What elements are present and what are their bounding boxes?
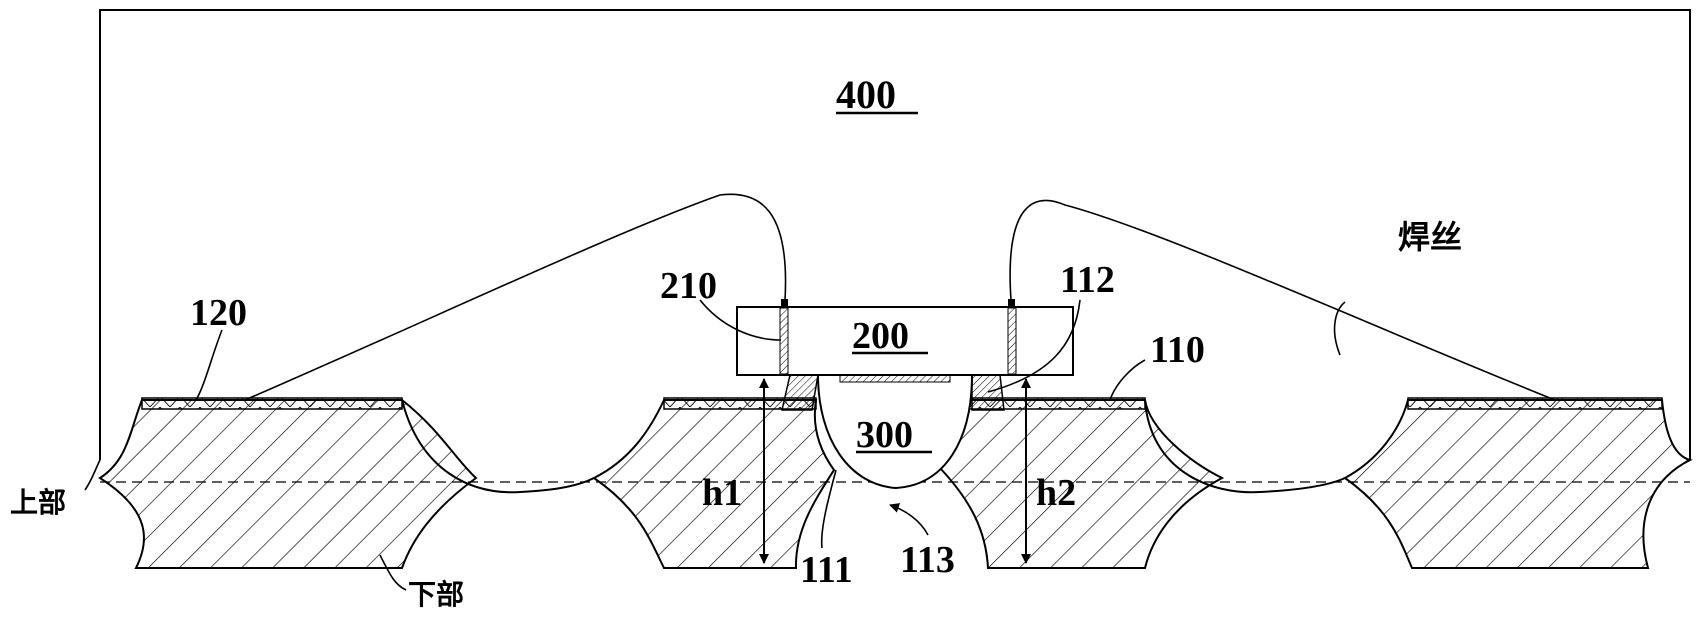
label-lower: 下部 xyxy=(408,578,464,611)
leader-113 xyxy=(889,503,929,536)
label-wire: 焊丝 xyxy=(1398,218,1462,256)
leader-112 xyxy=(987,299,1081,393)
substrate-segment-2 xyxy=(592,397,836,569)
leader-210 xyxy=(699,299,782,341)
label-110: 110 xyxy=(1150,329,1205,371)
wire-bond-left xyxy=(781,299,788,308)
label-200: 200 xyxy=(852,315,909,357)
label-120: 120 xyxy=(190,292,247,334)
label-111: 111 xyxy=(800,549,853,591)
label-h1: h1 xyxy=(702,472,742,514)
wire-bond-right xyxy=(1008,299,1015,308)
encapsulant-lobe-right xyxy=(1144,399,1346,494)
bond-wire-right xyxy=(1009,199,1556,401)
label-210: 210 xyxy=(660,265,717,307)
leader-110 xyxy=(1109,359,1146,401)
leader-111 xyxy=(820,469,837,549)
substrate-segment-3 xyxy=(938,397,1225,569)
pad-left xyxy=(779,307,789,375)
cavity-top-layer xyxy=(839,374,951,383)
label-400: 400 xyxy=(836,72,896,117)
leader-wire xyxy=(1333,301,1346,356)
solder-fillet-left xyxy=(781,374,819,411)
leader-120 xyxy=(195,329,223,401)
label-112: 112 xyxy=(1060,259,1115,301)
encapsulation-outline xyxy=(99,9,1691,460)
cavity-300 xyxy=(816,374,974,490)
label-upper: 上部 xyxy=(10,486,66,519)
bond-wire-left xyxy=(244,193,787,401)
leader-upper xyxy=(84,459,101,491)
leader-lower xyxy=(379,554,407,591)
substrate-segment-1 xyxy=(98,397,478,569)
label-113: 113 xyxy=(900,539,955,581)
chip-200 xyxy=(736,306,1074,376)
label-h2: h2 xyxy=(1036,472,1076,514)
solder-fillet-right xyxy=(971,374,1005,411)
encapsulant-lobe-left xyxy=(401,399,595,494)
pad-right xyxy=(1007,307,1017,375)
substrate-segment-4 xyxy=(1343,397,1693,569)
label-300: 300 xyxy=(856,414,913,456)
